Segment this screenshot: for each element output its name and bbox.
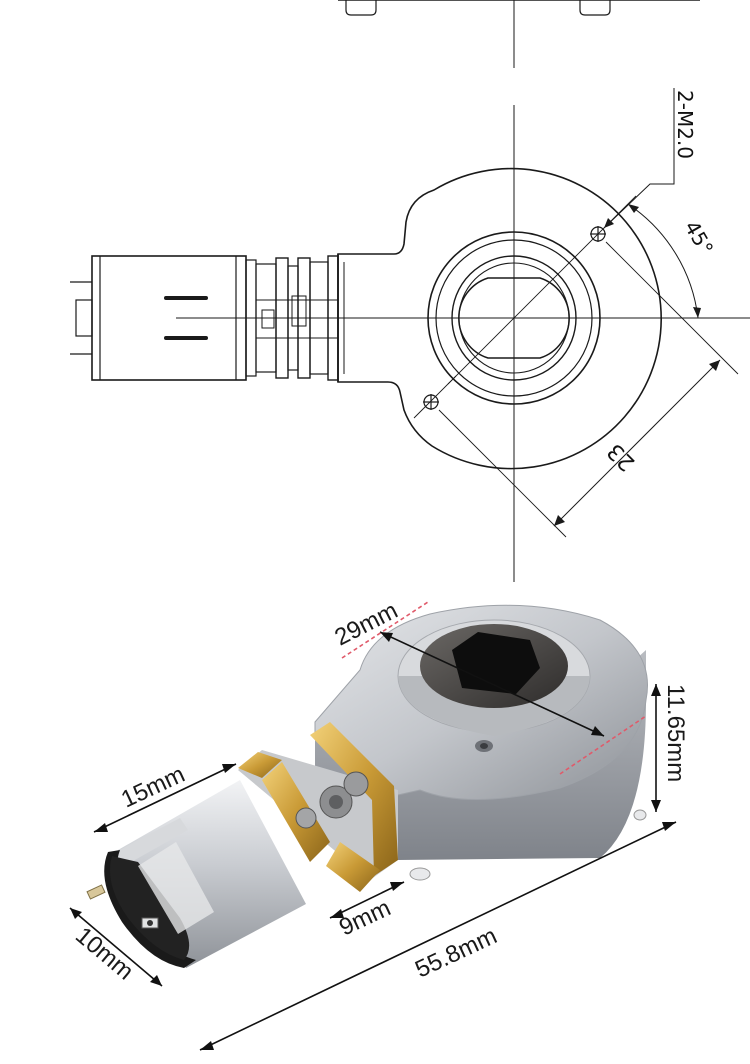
technical-drawing (70, 0, 750, 582)
bearing-ring (451, 255, 577, 381)
dim-motor-width: 10mm (70, 922, 138, 986)
photo-motor (86, 780, 306, 968)
housing-outline (337, 167, 662, 470)
dim-height: 11.65mm (662, 684, 689, 782)
top-view-fragment (338, 0, 700, 68)
reference-dashes (341, 601, 647, 775)
dim-motor-length: 15mm (117, 761, 189, 814)
shaft-d-hole (452, 632, 540, 694)
product-photo (69, 601, 677, 1051)
distance-label: 23 (603, 438, 640, 475)
photo-dimension-arrows (69, 631, 677, 1051)
gearbox (238, 722, 398, 892)
center-lines (176, 105, 750, 582)
angle-label: 45° (680, 217, 719, 260)
outer-ring (427, 231, 601, 405)
dim-overall-length: 55.8mm (411, 922, 501, 983)
distance-dim-line (553, 359, 721, 527)
screw-leader (603, 88, 675, 229)
d-shaft-hole (458, 277, 570, 359)
screw-callout: 2-M2.0 (673, 90, 697, 159)
drawing-motor (70, 255, 339, 381)
angle-arc (627, 203, 699, 319)
